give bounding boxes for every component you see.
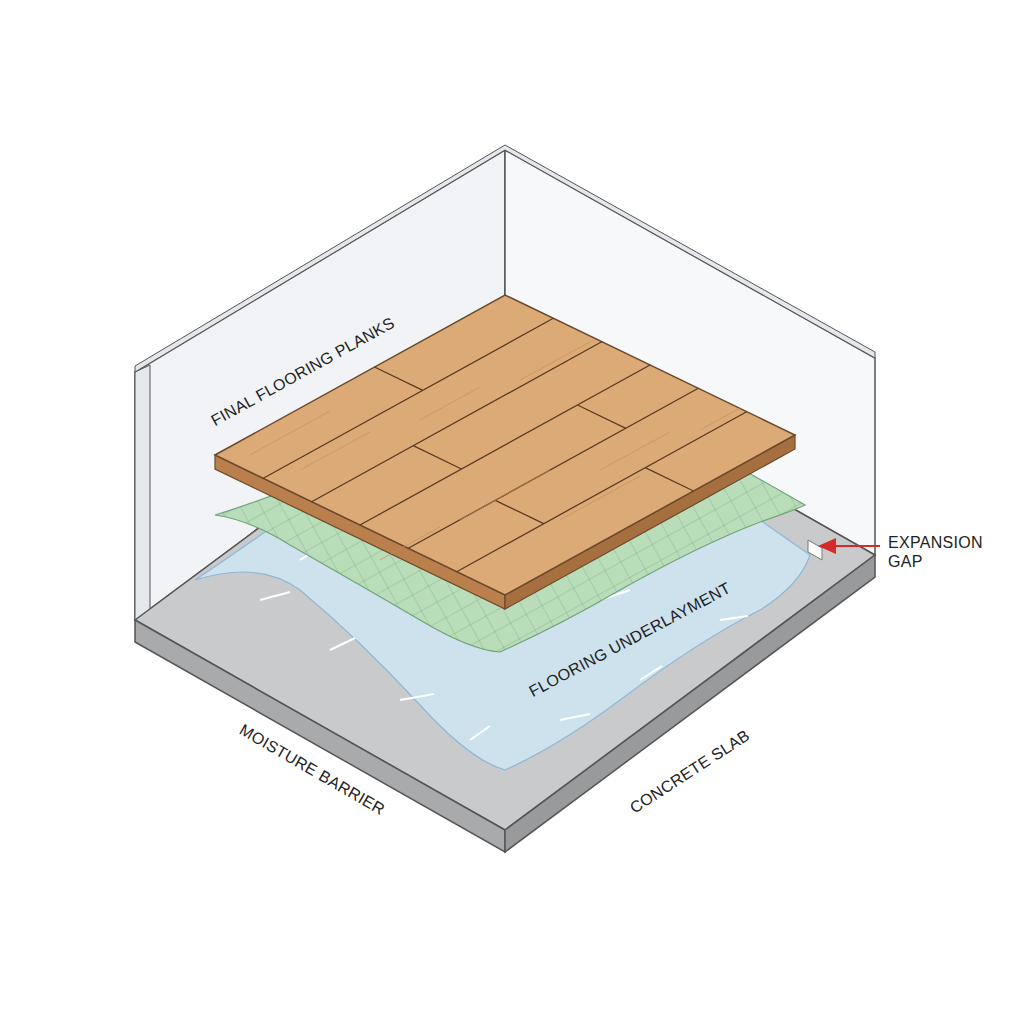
leader-arrow (820, 545, 880, 547)
expansion-gap (808, 540, 822, 560)
wall-edge (135, 365, 150, 620)
callout-label: EXPANSION GAP (888, 533, 1008, 571)
final-flooring-planks (215, 295, 795, 595)
wood-grain (250, 342, 740, 560)
